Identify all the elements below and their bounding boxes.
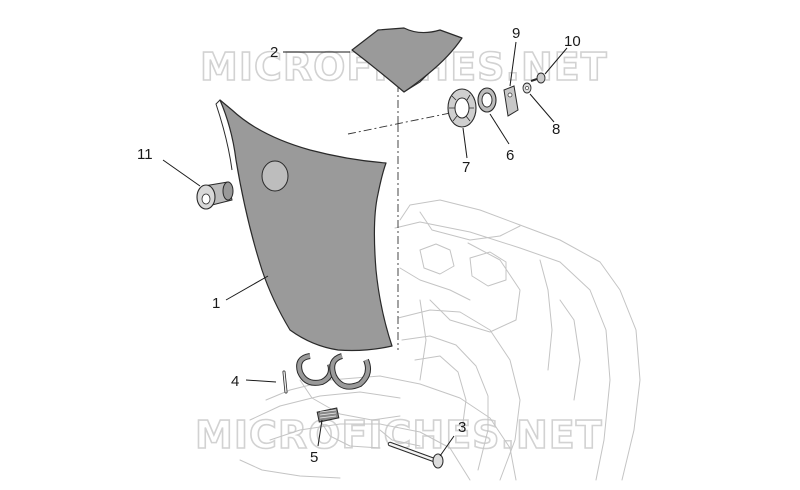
watermark-bottom: MICROFICHES.NET	[195, 413, 603, 457]
serrated-washer-part	[447, 88, 477, 128]
lock-cylinder-part	[196, 181, 234, 210]
small-washer-part	[522, 82, 532, 94]
callout-8: 8	[552, 121, 560, 138]
callout-6: 6	[506, 147, 514, 164]
latch-plate-part	[503, 85, 519, 117]
front-panel-part	[215, 99, 393, 352]
callout-11: 11	[137, 146, 153, 163]
screw-part	[530, 72, 546, 84]
callout-10: 10	[564, 33, 581, 50]
callouts: 1 2 3 4 5 6 7 8 9 10 11	[137, 25, 581, 466]
leader-lines	[162, 41, 568, 457]
callout-4: 4	[231, 373, 239, 390]
callout-7: 7	[462, 159, 470, 176]
lock-hole	[261, 160, 289, 192]
frame-outline	[239, 199, 641, 481]
callout-1: 1	[212, 295, 220, 312]
ring-nut-part	[477, 87, 497, 113]
callout-2: 2	[270, 44, 278, 61]
pin-part	[282, 370, 288, 394]
top-cover-part	[351, 27, 463, 93]
callout-3: 3	[458, 419, 466, 436]
callout-5: 5	[310, 449, 318, 466]
hooks	[296, 353, 371, 390]
bolt-part	[387, 441, 444, 469]
callout-9: 9	[512, 25, 520, 42]
spring-clip-part	[316, 407, 340, 423]
